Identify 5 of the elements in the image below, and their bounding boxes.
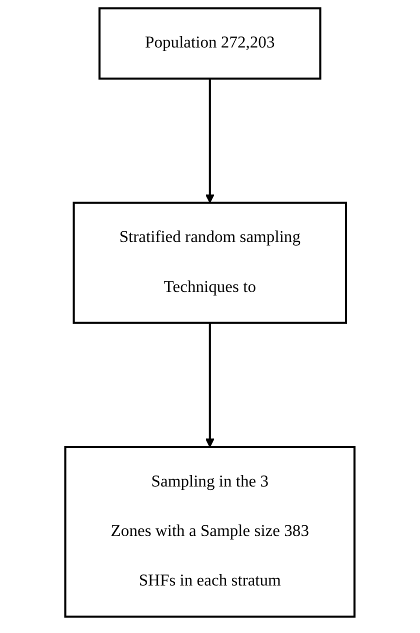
arrow (205, 322, 215, 448)
arrow (205, 78, 215, 204)
node-box: Stratified random sampling Techniques to (72, 202, 348, 324)
node-box: Population 272,203 (98, 7, 322, 80)
node-box: Sampling in the 3 Zones with a Sample size 383 SHFs in each stratum (64, 446, 356, 618)
